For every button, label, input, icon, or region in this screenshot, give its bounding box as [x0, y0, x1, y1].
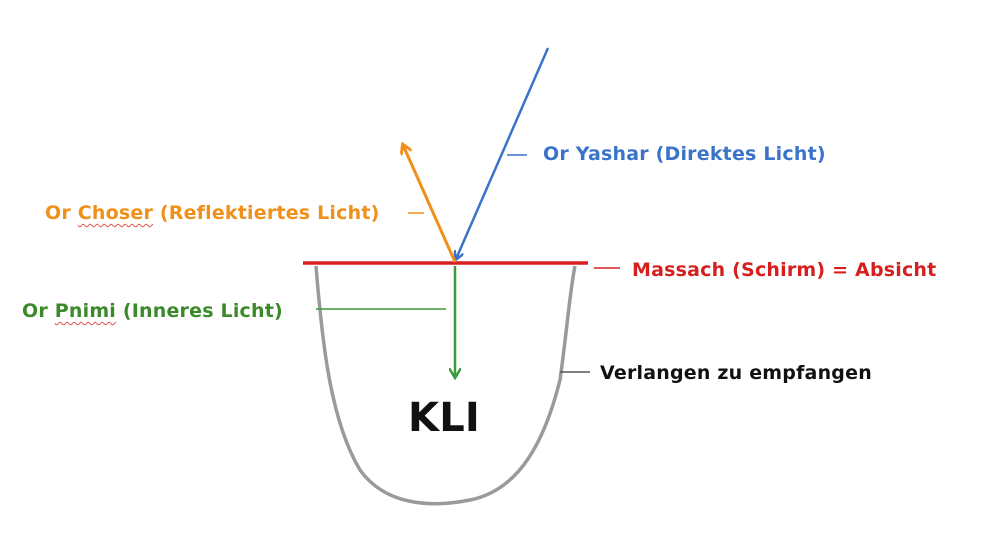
massach-label: Massach (Schirm) = Absicht — [632, 259, 937, 281]
or-choser-label: Or Choser (Reflektiertes Licht) — [45, 202, 379, 224]
or-choser-word1: Or — [45, 202, 78, 224]
or-yashar-label: Or Yashar (Direktes Licht) — [543, 143, 826, 165]
kli-label: KLI — [408, 395, 480, 441]
or-pnimi-label: Or Pnimi (Inneres Licht) — [22, 300, 283, 322]
verlangen-label: Verlangen zu empfangen — [600, 362, 872, 384]
or-choser-word2: Choser — [77, 202, 154, 224]
or-yashar-arrow — [456, 47, 550, 259]
or-pnimi-rest: (Inneres Licht) — [116, 300, 283, 322]
or-pnimi-word1: Or — [22, 300, 55, 322]
kli-vessel — [314, 265, 577, 506]
or-choser-arrow — [403, 145, 457, 263]
or-choser-rest: (Reflektiertes Licht) — [153, 202, 380, 224]
or-pnimi-word2: Pnimi — [54, 300, 117, 322]
